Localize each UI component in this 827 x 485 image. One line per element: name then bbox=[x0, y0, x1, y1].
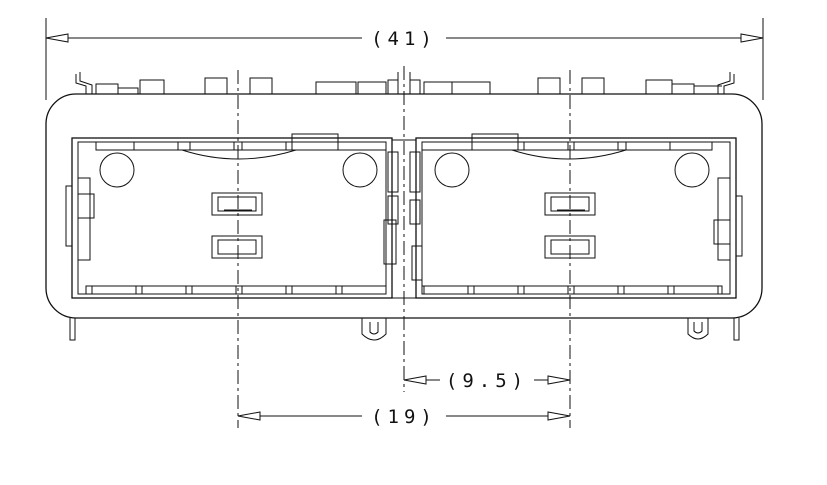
guide-hole bbox=[342, 152, 378, 188]
spring-finger bbox=[523, 285, 569, 295]
spring-strip-bottom bbox=[422, 285, 723, 294]
top-tab bbox=[315, 81, 357, 95]
bottom-peg bbox=[687, 318, 709, 340]
divider-tab bbox=[409, 151, 421, 193]
port-right bbox=[415, 133, 743, 299]
latch-window bbox=[211, 192, 263, 216]
top-tab bbox=[423, 81, 453, 95]
bottom-legs bbox=[69, 318, 740, 341]
spring-strip-top bbox=[422, 142, 713, 151]
side-clip-inner bbox=[78, 177, 91, 261]
spring-finger bbox=[241, 141, 287, 151]
top-tab bbox=[537, 77, 561, 95]
top-tab bbox=[671, 83, 695, 95]
arrowhead-right bbox=[547, 411, 571, 421]
spring-finger bbox=[189, 141, 235, 151]
port-opening bbox=[415, 137, 737, 299]
dimension-label-41: (41) bbox=[371, 28, 437, 50]
top-tab bbox=[693, 85, 722, 94]
bottom-peg bbox=[361, 318, 387, 341]
spring-finger bbox=[341, 285, 387, 295]
bottom-leg bbox=[733, 318, 740, 341]
arrowhead-right bbox=[547, 375, 571, 385]
top-tab bbox=[117, 87, 139, 95]
side-clip bbox=[65, 185, 72, 247]
side-clip-inner bbox=[717, 177, 730, 261]
guide-hole bbox=[434, 152, 470, 188]
side-latch bbox=[77, 193, 95, 219]
spring-finger bbox=[191, 285, 237, 295]
top-tab bbox=[387, 79, 399, 94]
spring-strip-top bbox=[95, 142, 386, 151]
top-pin bbox=[723, 74, 735, 94]
top-pin bbox=[717, 72, 731, 94]
dimension-overall-width: (41) bbox=[45, 18, 764, 100]
divider-tab bbox=[387, 195, 399, 225]
top-tab bbox=[95, 83, 119, 95]
bottom-peg-slot bbox=[693, 322, 703, 334]
spring-finger bbox=[573, 141, 619, 151]
side-latch bbox=[713, 219, 731, 245]
spring-finger bbox=[523, 141, 569, 151]
spring-finger bbox=[423, 285, 469, 295]
latch-curve bbox=[181, 149, 297, 160]
port-opening bbox=[71, 137, 393, 299]
dimension-label-9-5: (9.5) bbox=[446, 370, 528, 392]
top-pin bbox=[79, 72, 93, 94]
latch-window bbox=[211, 235, 263, 259]
spring-finger bbox=[473, 285, 519, 295]
top-tab bbox=[204, 77, 228, 95]
divider-tab bbox=[411, 245, 423, 281]
port-left bbox=[65, 133, 393, 299]
divider-tab bbox=[409, 199, 421, 225]
guide-hole bbox=[674, 152, 710, 188]
top-tab bbox=[357, 81, 387, 95]
latch-window-inner bbox=[217, 239, 257, 255]
top-tab bbox=[249, 77, 273, 95]
top-tab bbox=[409, 79, 421, 94]
spring-finger-raised bbox=[471, 133, 519, 151]
spring-finger bbox=[133, 141, 179, 151]
spring-finger bbox=[141, 285, 187, 295]
spring-finger bbox=[241, 285, 287, 295]
spring-finger bbox=[573, 285, 619, 295]
arrowhead-left bbox=[45, 33, 69, 43]
top-tab bbox=[451, 81, 491, 95]
top-tab bbox=[139, 79, 165, 95]
arrowhead-left bbox=[403, 375, 427, 385]
bottom-leg bbox=[69, 318, 76, 341]
spring-finger bbox=[91, 285, 137, 295]
side-clip bbox=[736, 195, 743, 257]
divider-tab bbox=[383, 219, 397, 265]
spring-finger bbox=[625, 141, 671, 151]
top-pin bbox=[75, 74, 87, 94]
arrowhead-left bbox=[237, 411, 261, 421]
arrowhead-right bbox=[740, 33, 764, 43]
port-inner-wall bbox=[77, 141, 387, 295]
dimension-label-19: (19) bbox=[371, 406, 437, 428]
spring-finger bbox=[673, 285, 719, 295]
top-tab bbox=[645, 79, 673, 95]
divider-tab bbox=[387, 151, 399, 193]
spring-finger bbox=[291, 285, 337, 295]
spring-finger-raised bbox=[291, 133, 339, 151]
top-tab bbox=[581, 77, 605, 95]
top-pins bbox=[75, 72, 735, 95]
guide-hole bbox=[99, 152, 135, 188]
latch-curve bbox=[511, 149, 627, 160]
latch-window-inner bbox=[217, 196, 257, 212]
dimension-full-pitch: (19) bbox=[237, 406, 571, 428]
dimension-half-pitch: (9.5) bbox=[403, 370, 571, 392]
center-divider bbox=[383, 139, 423, 299]
spring-finger bbox=[623, 285, 669, 295]
bottom-peg-slot bbox=[369, 322, 379, 335]
